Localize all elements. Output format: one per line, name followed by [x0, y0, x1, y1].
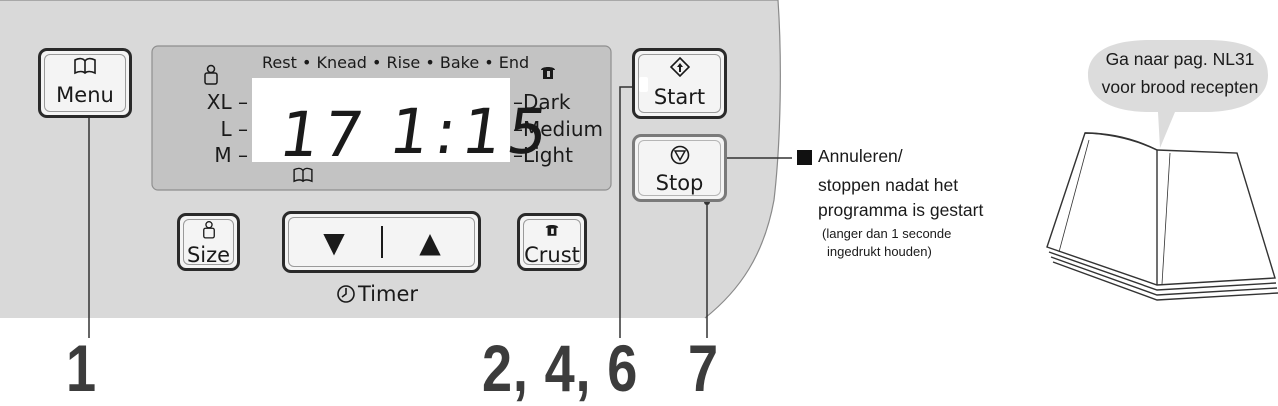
menu-button-label: Menu [56, 83, 114, 107]
start-leader-line [619, 86, 637, 338]
crust-button[interactable]: Crust [517, 213, 587, 271]
stop-button[interactable]: Stop [632, 134, 727, 202]
stop-note-small2: ingedrukt houden) [827, 244, 932, 259]
size-level-xl: XL – [206, 90, 248, 114]
size-button-icon [180, 220, 237, 245]
timer-clock-icon [336, 284, 356, 309]
recipe-bubble-line2: voor brood recepten [1101, 77, 1259, 97]
menu-button[interactable]: Menu [38, 48, 132, 118]
timer-down-button[interactable]: ▼ [323, 226, 345, 259]
crust-level-medium: –Medium [513, 117, 603, 141]
crust-button-label: Crust [524, 243, 580, 267]
callout-start: 2, 4, 6 [482, 331, 639, 405]
size-level-l: L – [220, 117, 249, 141]
stop-note-line1: Annuleren/ [818, 146, 903, 166]
stop-note-bullet [797, 150, 812, 165]
start-button[interactable]: Start [632, 48, 727, 119]
callout-stop: 7 [688, 331, 719, 405]
stop-note-line2: stoppen nadat het [818, 175, 959, 195]
book-icon [41, 57, 129, 80]
size-button-label: Size [186, 243, 231, 267]
stop-note-line3: programma is gestart [818, 200, 984, 220]
time-readout: 1:15 [384, 95, 559, 168]
size-level-m: M – [214, 143, 248, 167]
timer-label: Timer [358, 282, 419, 306]
callout-menu: 1 [66, 331, 97, 405]
lcd-digit-window [252, 78, 510, 162]
size-icon [203, 64, 219, 91]
start-indicator-light [639, 77, 648, 92]
stop-icon [635, 145, 724, 170]
crust-level-light: –Light [513, 143, 573, 167]
speech-bubble [1088, 40, 1268, 148]
size-button[interactable]: Size [177, 213, 240, 271]
arrow-divider [381, 226, 383, 258]
menu-indicator-book-icon [292, 167, 314, 188]
crust-icon [539, 64, 557, 85]
stop-note-small1: (langer dan 1 seconde [822, 226, 952, 241]
open-book-icon [1046, 132, 1278, 301]
timer-arrow-buttons: ▼ ▲ [282, 211, 481, 273]
recipe-bubble-line1: Ga naar pag. NL31 [1105, 49, 1255, 69]
start-button-label: Start [653, 85, 706, 109]
crust-level-dark: –Dark [513, 90, 571, 114]
stage-indicators: Rest • Knead • Rise • Bake • End [262, 53, 530, 72]
timer-up-button[interactable]: ▲ [419, 226, 441, 259]
stop-button-label: Stop [655, 171, 704, 195]
crust-button-icon [520, 222, 584, 242]
start-icon [635, 56, 724, 82]
program-number-readout: 17 [274, 98, 373, 171]
